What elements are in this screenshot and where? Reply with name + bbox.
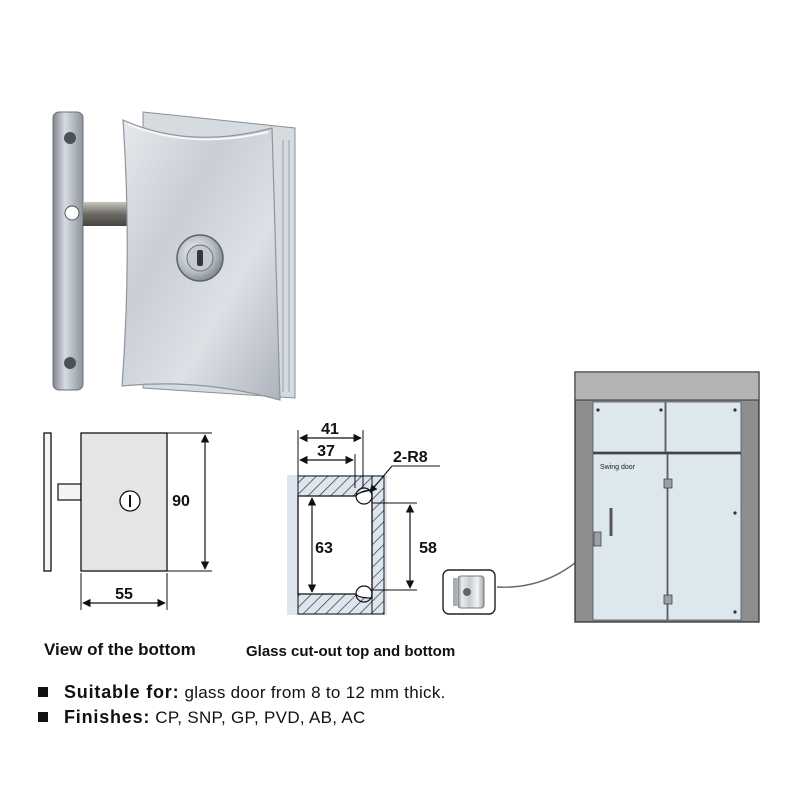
swing-door-label: Swing door	[600, 464, 636, 471]
cutout-caption: Glass cut-out top and bottom	[246, 643, 456, 660]
door-header-band	[574, 371, 760, 401]
radius-label: 2-R8	[393, 449, 428, 466]
bottom-view-caption: View of the bottom	[44, 640, 196, 659]
product-illustration	[52, 111, 296, 401]
bottom-view-rod	[57, 483, 82, 501]
clamp-teeth	[282, 140, 290, 392]
plate-screw-hole-top	[64, 132, 76, 144]
spec-value: glass door from 8 to 12 mm thick.	[184, 683, 446, 702]
thumbnail-lock-icon	[463, 588, 471, 596]
spec-key: Suitable for:	[64, 682, 180, 702]
bottom-view-wall-plate	[43, 432, 52, 572]
bottom-view-drawing: 55 90	[43, 432, 212, 610]
pivot-rod	[83, 202, 127, 226]
transom-left-glass	[592, 401, 666, 453]
inner-width-dimension-label: 37	[317, 443, 335, 460]
wall-plate	[52, 111, 84, 391]
plate-pin-hole	[64, 205, 80, 221]
glass-cutout	[297, 489, 373, 599]
cutout-drawing: 41 37 2-R8 63 58	[287, 421, 440, 615]
outer-width-dimension-label: 41	[321, 421, 339, 438]
spec-value: CP, SNP, GP, PVD, AB, AC	[155, 708, 366, 727]
swing-door-glass	[592, 453, 668, 621]
plate-screw-hole-bottom	[64, 357, 76, 369]
bullet-icon	[38, 687, 48, 697]
left-height-dimension-label: 63	[315, 540, 333, 557]
keyhole-icon	[197, 250, 203, 266]
spec-suitable-for: Suitable for: glass door from 8 to 12 mm…	[38, 682, 446, 703]
height-dimension-label: 90	[172, 493, 190, 510]
spec-finishes: Finishes: CP, SNP, GP, PVD, AB, AC	[38, 707, 366, 728]
bullet-icon	[38, 712, 48, 722]
transom-right-glass	[665, 401, 742, 453]
fixed-side-glass	[667, 453, 742, 621]
right-height-dimension-label: 58	[419, 540, 437, 557]
spec-key: Finishes:	[64, 707, 151, 727]
door-diagram: Swing door	[442, 371, 760, 623]
width-dimension-label: 55	[115, 586, 133, 603]
